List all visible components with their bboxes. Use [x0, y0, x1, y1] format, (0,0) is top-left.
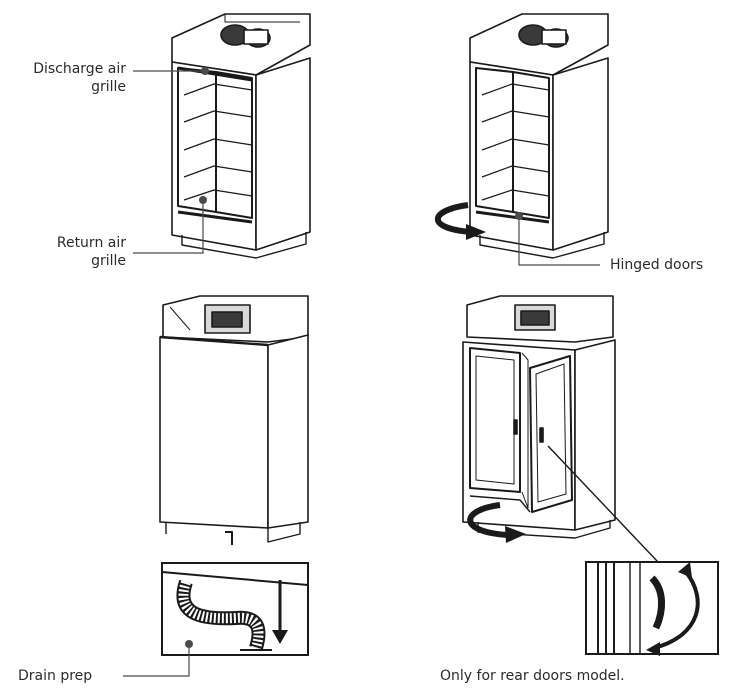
label-discharge-line2: grille — [91, 79, 126, 95]
label-rear-doors-note: Only for rear doors model. — [440, 668, 625, 684]
unit-rear-drain — [159, 295, 309, 545]
unit-front-grilles — [171, 13, 311, 259]
callout-handle — [547, 445, 659, 563]
unit-hinged-doors — [469, 13, 609, 259]
fan-unit — [220, 24, 271, 48]
callout-return — [133, 196, 207, 254]
fan-unit-2 — [518, 24, 569, 48]
drain-inset — [161, 562, 309, 656]
callout-drain — [123, 640, 193, 677]
label-hinged-doors: Hinged doors — [610, 257, 704, 273]
label-return-line2: grille — [91, 253, 126, 269]
label-discharge-line1: Discharge air — [33, 61, 126, 77]
unit-rear-doors — [462, 295, 616, 539]
condenser-box-2 — [514, 304, 556, 331]
label-return-line1: Return air — [56, 235, 126, 251]
condenser-box — [204, 304, 251, 334]
callout-hinged — [515, 212, 600, 266]
label-drain-prep: Drain prep — [18, 668, 93, 684]
rotation-arrow-hinge — [435, 202, 486, 240]
callout-discharge — [133, 67, 209, 75]
rotation-arrow-rear — [467, 502, 526, 543]
handle-inset — [585, 561, 719, 656]
